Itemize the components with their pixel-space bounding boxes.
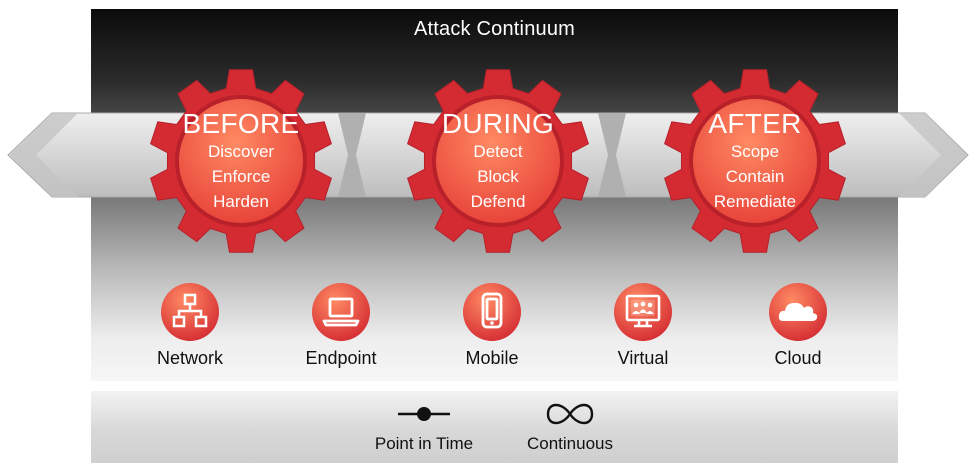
platform-label: Mobile bbox=[465, 348, 519, 368]
diagram-title: Attack Continuum bbox=[413, 18, 576, 40]
platform-label: Virtual bbox=[617, 348, 669, 368]
mobile-phone-icon bbox=[463, 283, 521, 341]
phase-gear-before: BEFORE Discover Enforce Harden bbox=[148, 68, 334, 254]
phase-action: Scope bbox=[730, 141, 780, 161]
phase-text: BEFORE Discover Enforce Harden bbox=[148, 68, 334, 254]
gear-icon bbox=[150, 69, 332, 253]
phase-action: Detect bbox=[473, 141, 523, 161]
phase-action: Harden bbox=[213, 191, 269, 211]
legend-panel bbox=[91, 391, 898, 463]
phase-gear-after: AFTER Scope Contain Remediate bbox=[662, 68, 848, 254]
phase-action: Remediate bbox=[713, 191, 797, 211]
legend-continuous: Continuous bbox=[505, 399, 635, 454]
network-icon bbox=[161, 283, 219, 341]
phase-action: Contain bbox=[725, 166, 785, 186]
gear-center-orb bbox=[693, 99, 817, 223]
phase-action: Discover bbox=[207, 141, 275, 161]
platform-mobile: Mobile bbox=[437, 283, 547, 369]
arrow-inner-chevron-left bbox=[338, 113, 366, 197]
phase-text: AFTER Scope Contain Remediate bbox=[662, 68, 848, 254]
phase-text: DURING Detect Block Defend bbox=[405, 68, 591, 254]
virtual-monitor-icon bbox=[614, 283, 672, 341]
gear-center-orb bbox=[436, 99, 560, 223]
platform-network: Network bbox=[135, 283, 245, 369]
phase-title: AFTER bbox=[708, 107, 802, 139]
platform-virtual: Virtual bbox=[588, 283, 698, 369]
phase-action: Enforce bbox=[211, 166, 271, 186]
arrow-inner-chevron-right bbox=[598, 113, 626, 197]
platform-endpoint: Endpoint bbox=[286, 283, 396, 369]
legend-point-in-time: Point in Time bbox=[354, 399, 494, 454]
platform-cloud: Cloud bbox=[743, 283, 853, 369]
phase-action: Block bbox=[477, 166, 519, 186]
gear-icon bbox=[664, 69, 846, 253]
arrow-left-chevron bbox=[10, 113, 78, 197]
platform-label: Endpoint bbox=[305, 348, 377, 368]
phase-title: BEFORE bbox=[182, 107, 300, 139]
phase-action: Defend bbox=[470, 191, 526, 211]
arrow-right-chevron bbox=[899, 113, 967, 197]
laptop-icon bbox=[312, 283, 370, 341]
platform-label: Cloud bbox=[774, 348, 822, 368]
legend-label: Continuous bbox=[526, 434, 613, 453]
point-in-time-icon bbox=[398, 407, 450, 421]
gear-center-orb bbox=[179, 99, 303, 223]
platform-label: Network bbox=[156, 348, 223, 368]
phase-gear-during: DURING Detect Block Defend bbox=[405, 68, 591, 254]
legend-label: Point in Time bbox=[374, 434, 474, 453]
cloud-icon bbox=[769, 283, 827, 341]
gear-icon bbox=[407, 69, 589, 253]
infinity-icon bbox=[546, 403, 594, 425]
phase-title: DURING bbox=[441, 107, 555, 139]
